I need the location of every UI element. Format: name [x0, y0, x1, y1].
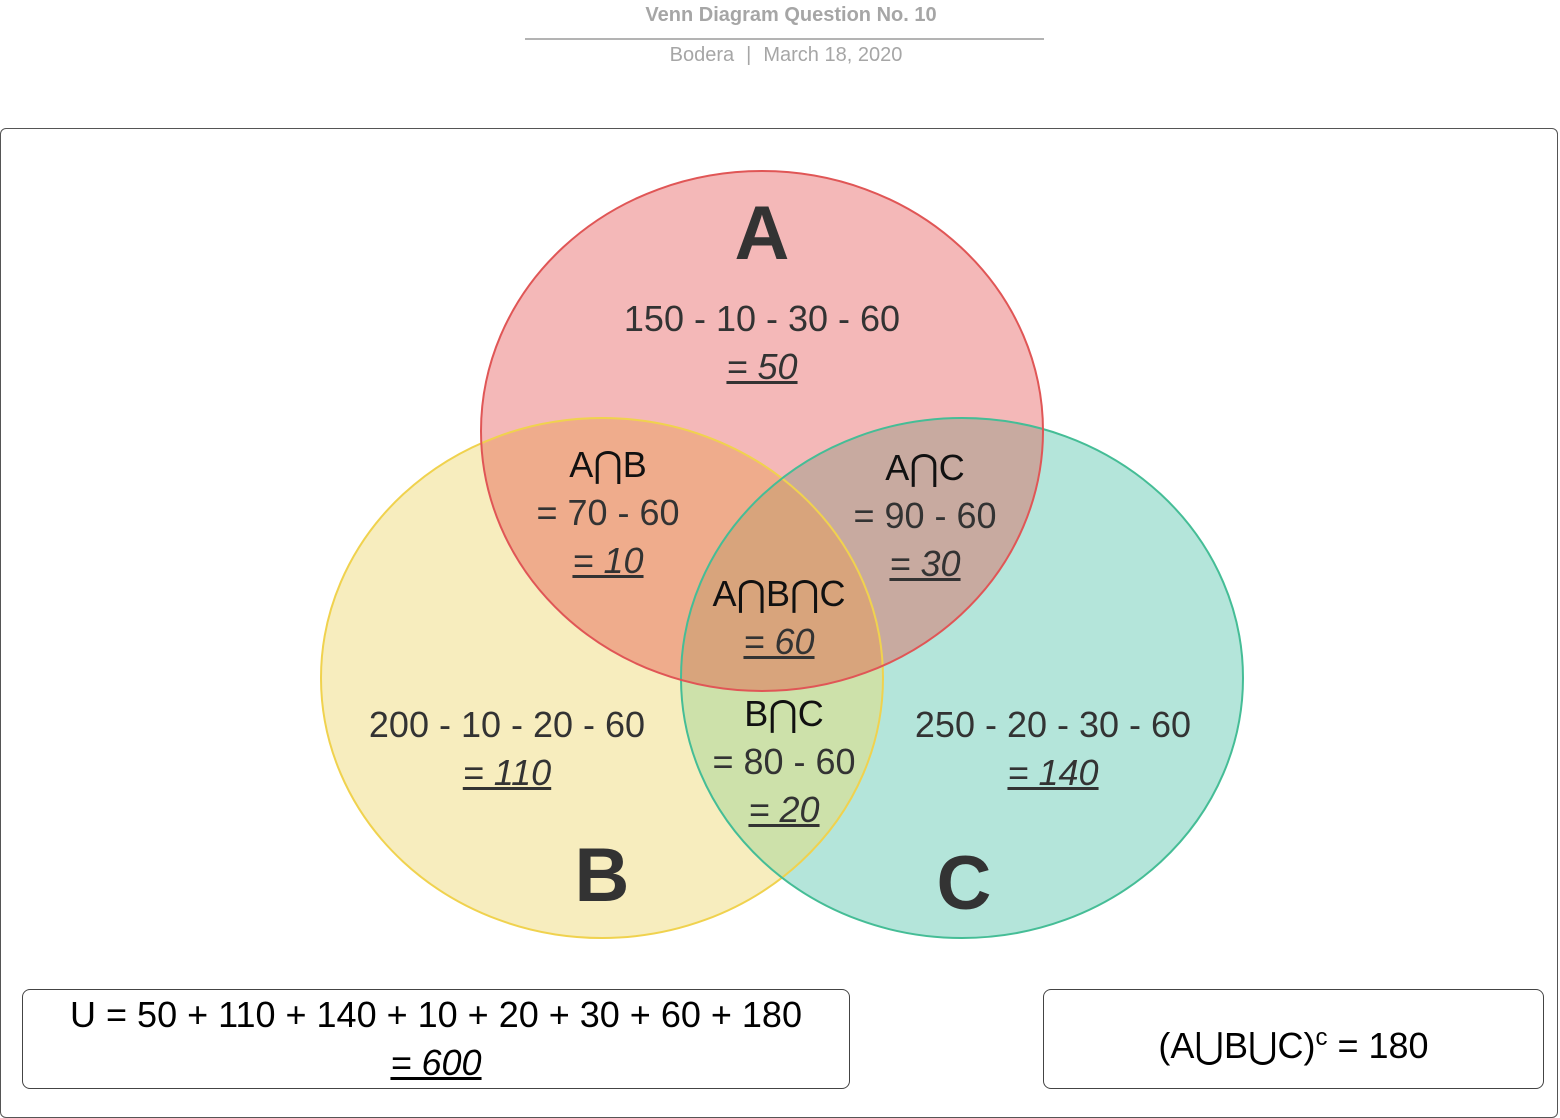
complement-equation: (A⋃B⋃C)c = 180 — [1044, 1014, 1543, 1070]
intersection-bc-title: B⋂C — [744, 693, 824, 734]
intersection-bc-calc: = 80 - 60 — [712, 741, 856, 782]
set-c-result: = 140 — [1007, 752, 1099, 793]
set-b-result: = 110 — [462, 752, 552, 793]
set-a-calc: 150 - 10 - 30 - 60 — [623, 298, 901, 339]
set-b-only-label: 200 - 10 - 20 - 60 = 110 — [307, 701, 707, 797]
intersection-ac-result: = 30 — [889, 543, 961, 584]
complement-box: (A⋃B⋃C)c = 180 — [1043, 989, 1544, 1089]
set-c-calc: 250 - 20 - 30 - 60 — [914, 704, 1192, 745]
intersection-ac-title: A⋂C — [885, 447, 965, 488]
intersection-ac-calc: = 90 - 60 — [853, 495, 997, 536]
universe-result: = 600 — [390, 1042, 482, 1083]
intersection-ab-label: A⋂B = 70 - 60 = 10 — [508, 441, 708, 585]
universe-box: U = 50 + 110 + 140 + 10 + 20 + 30 + 60 +… — [22, 989, 850, 1089]
set-c-name: C — [936, 841, 992, 926]
set-b-calc: 200 - 10 - 20 - 60 — [368, 704, 646, 745]
intersection-abc-label: A⋂B⋂C = 60 — [679, 570, 879, 666]
intersection-bc-label: B⋂C = 80 - 60 = 20 — [684, 690, 884, 834]
overlap-abc-region — [681, 418, 883, 691]
intersection-ab-result: = 10 — [572, 540, 644, 581]
set-b-name: B — [574, 833, 630, 918]
intersection-bc-result: = 20 — [748, 789, 820, 830]
intersection-ab-calc: = 70 - 60 — [536, 492, 680, 533]
set-a-name: A — [734, 191, 790, 276]
byline-separator: | — [746, 44, 752, 66]
set-c-only-label: 250 - 20 - 30 - 60 = 140 — [853, 701, 1253, 797]
set-a-outline — [480, 170, 1044, 692]
intersection-ab-title: A⋂B — [569, 444, 647, 485]
complement-prefix: (A⋃B⋃C) — [1158, 1025, 1316, 1066]
intersection-abc-title: A⋂B⋂C — [712, 573, 846, 614]
set-a-result: = 50 — [726, 346, 798, 387]
complement-suffix: = 180 — [1327, 1025, 1429, 1066]
set-a-only-label: 150 - 10 - 30 - 60 = 50 — [562, 295, 962, 391]
publish-date: March 18, 2020 — [763, 44, 903, 66]
complement-superscript: c — [1315, 1024, 1328, 1051]
page-title: Venn Diagram Question No. 10 — [645, 4, 937, 26]
set-c-outline — [680, 417, 1244, 939]
intersection-ac-label: A⋂C = 90 - 60 = 30 — [825, 444, 1025, 588]
intersection-abc-result: = 60 — [743, 621, 815, 662]
universe-equation: U = 50 + 110 + 140 + 10 + 20 + 30 + 60 +… — [70, 994, 802, 1035]
header-byline: Bodera | March 18, 2020 — [0, 44, 1560, 67]
set-b-outline — [320, 417, 884, 939]
header-divider — [525, 38, 1044, 40]
author-name: Bodera — [669, 44, 735, 66]
